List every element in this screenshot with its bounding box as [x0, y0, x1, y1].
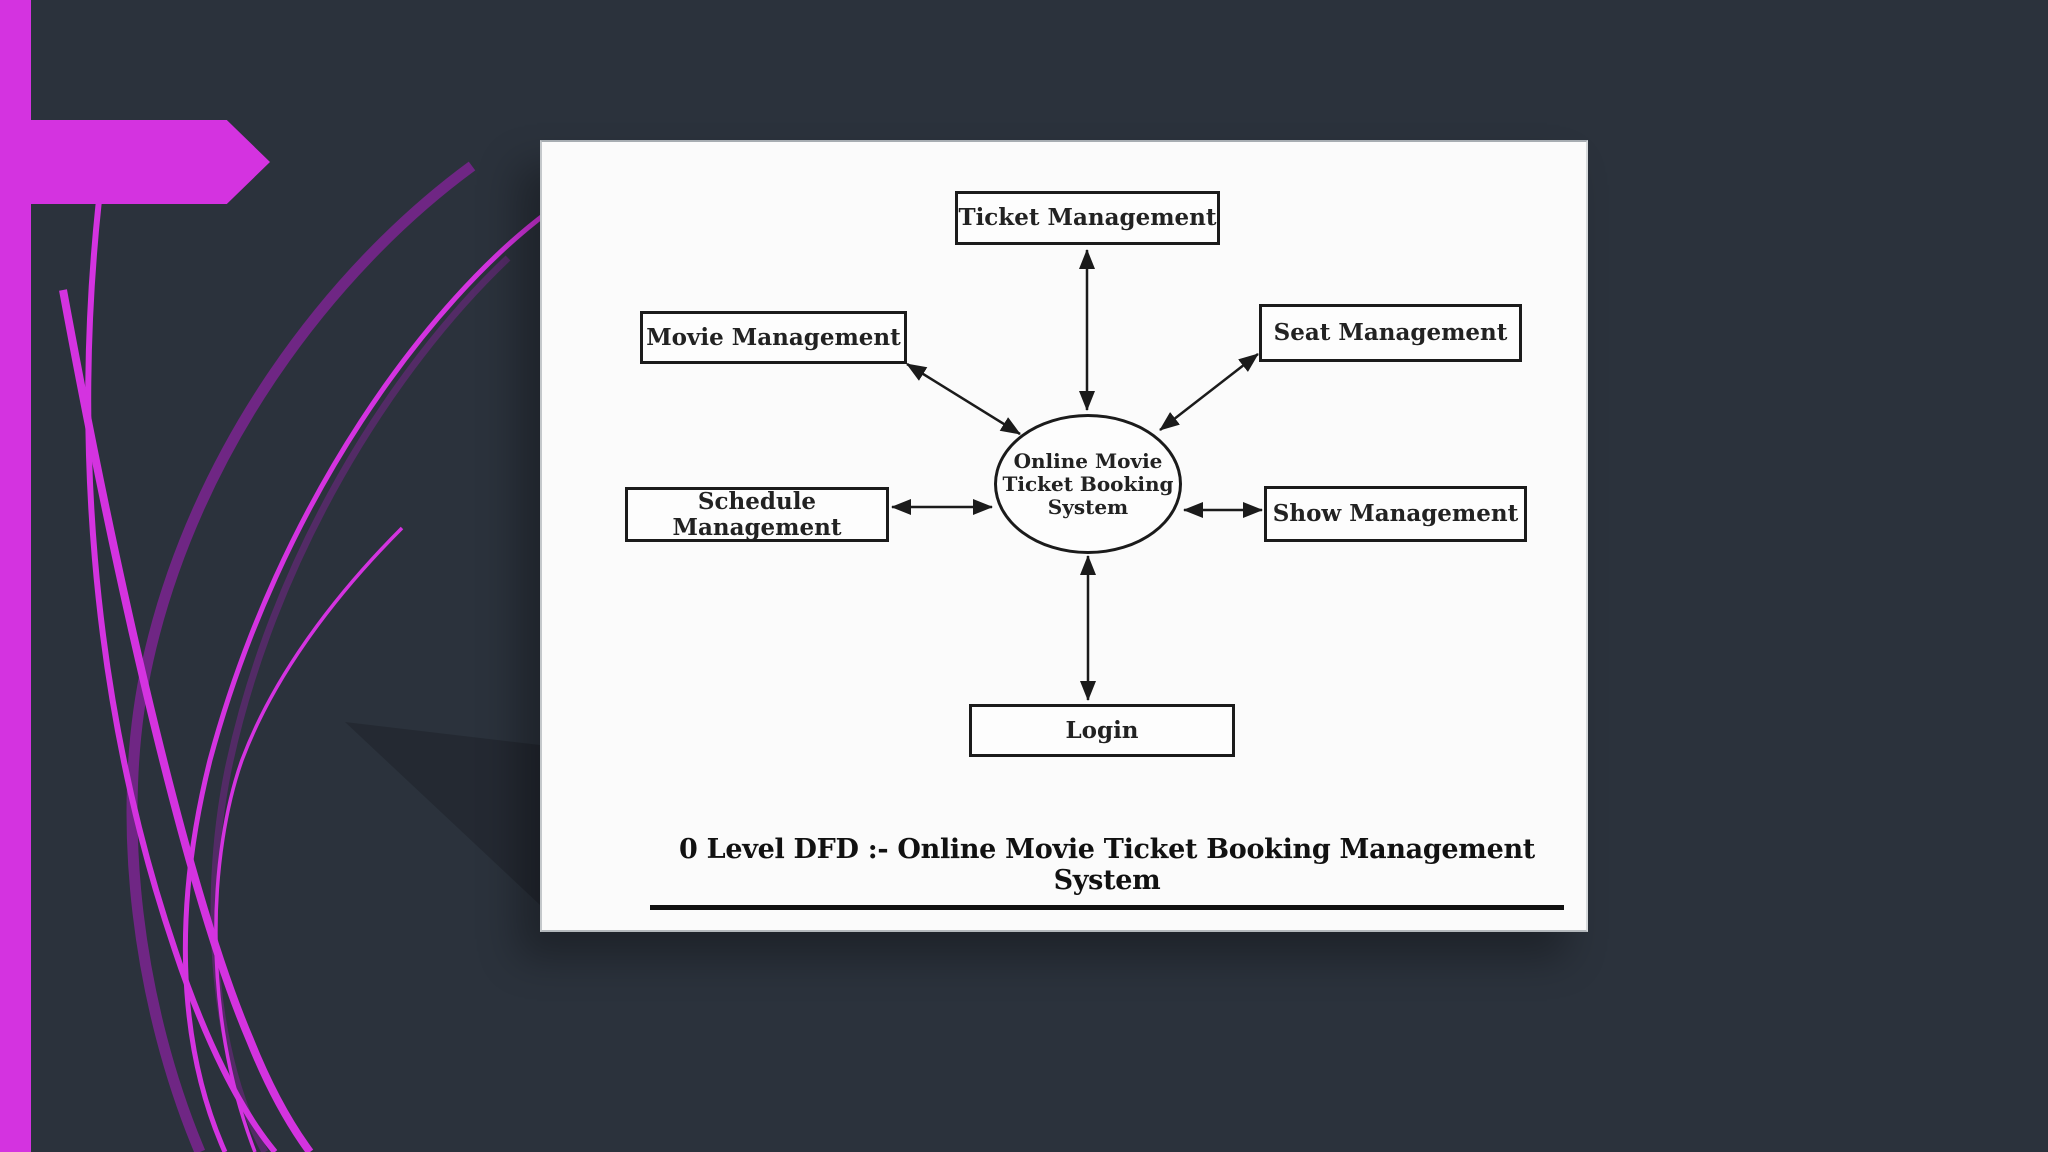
node-schedule-management-label-line1: Schedule — [697, 487, 817, 515]
diagram-caption: 0 Level DFD :- Online Movie Ticket Booki… — [650, 834, 1564, 910]
node-show-management-label: Show Management — [1272, 500, 1519, 528]
panel-shadow — [345, 722, 540, 905]
process-label-line3: System — [1047, 494, 1129, 519]
process-label-line1: Online Movie — [1013, 448, 1163, 473]
node-schedule-management: Schedule Management — [625, 487, 889, 542]
node-login: Login — [969, 704, 1235, 757]
node-ticket-management: Ticket Management — [955, 191, 1220, 245]
diagram-panel: Ticket Management Movie Management Seat … — [540, 140, 1588, 932]
accent-arrow-shape — [0, 120, 270, 204]
arrow-seat-center — [1159, 353, 1259, 431]
process-label-line2: Ticket Booking — [1002, 471, 1174, 496]
node-schedule-management-label-line2: Management — [672, 513, 842, 541]
arrow-movie-center — [906, 362, 1021, 436]
node-login-label: Login — [1065, 716, 1139, 744]
node-seat-management: Seat Management — [1259, 304, 1522, 362]
connector-arrows — [891, 249, 1263, 701]
node-seat-management-label: Seat Management — [1273, 319, 1508, 347]
process-ellipse-online-movie-ticket-booking-system: Online Movie Ticket Booking System — [994, 414, 1182, 554]
node-movie-management: Movie Management — [640, 311, 907, 364]
node-ticket-management-label: Ticket Management — [958, 204, 1217, 232]
node-show-management: Show Management — [1264, 486, 1527, 542]
node-movie-management-label: Movie Management — [646, 323, 901, 351]
